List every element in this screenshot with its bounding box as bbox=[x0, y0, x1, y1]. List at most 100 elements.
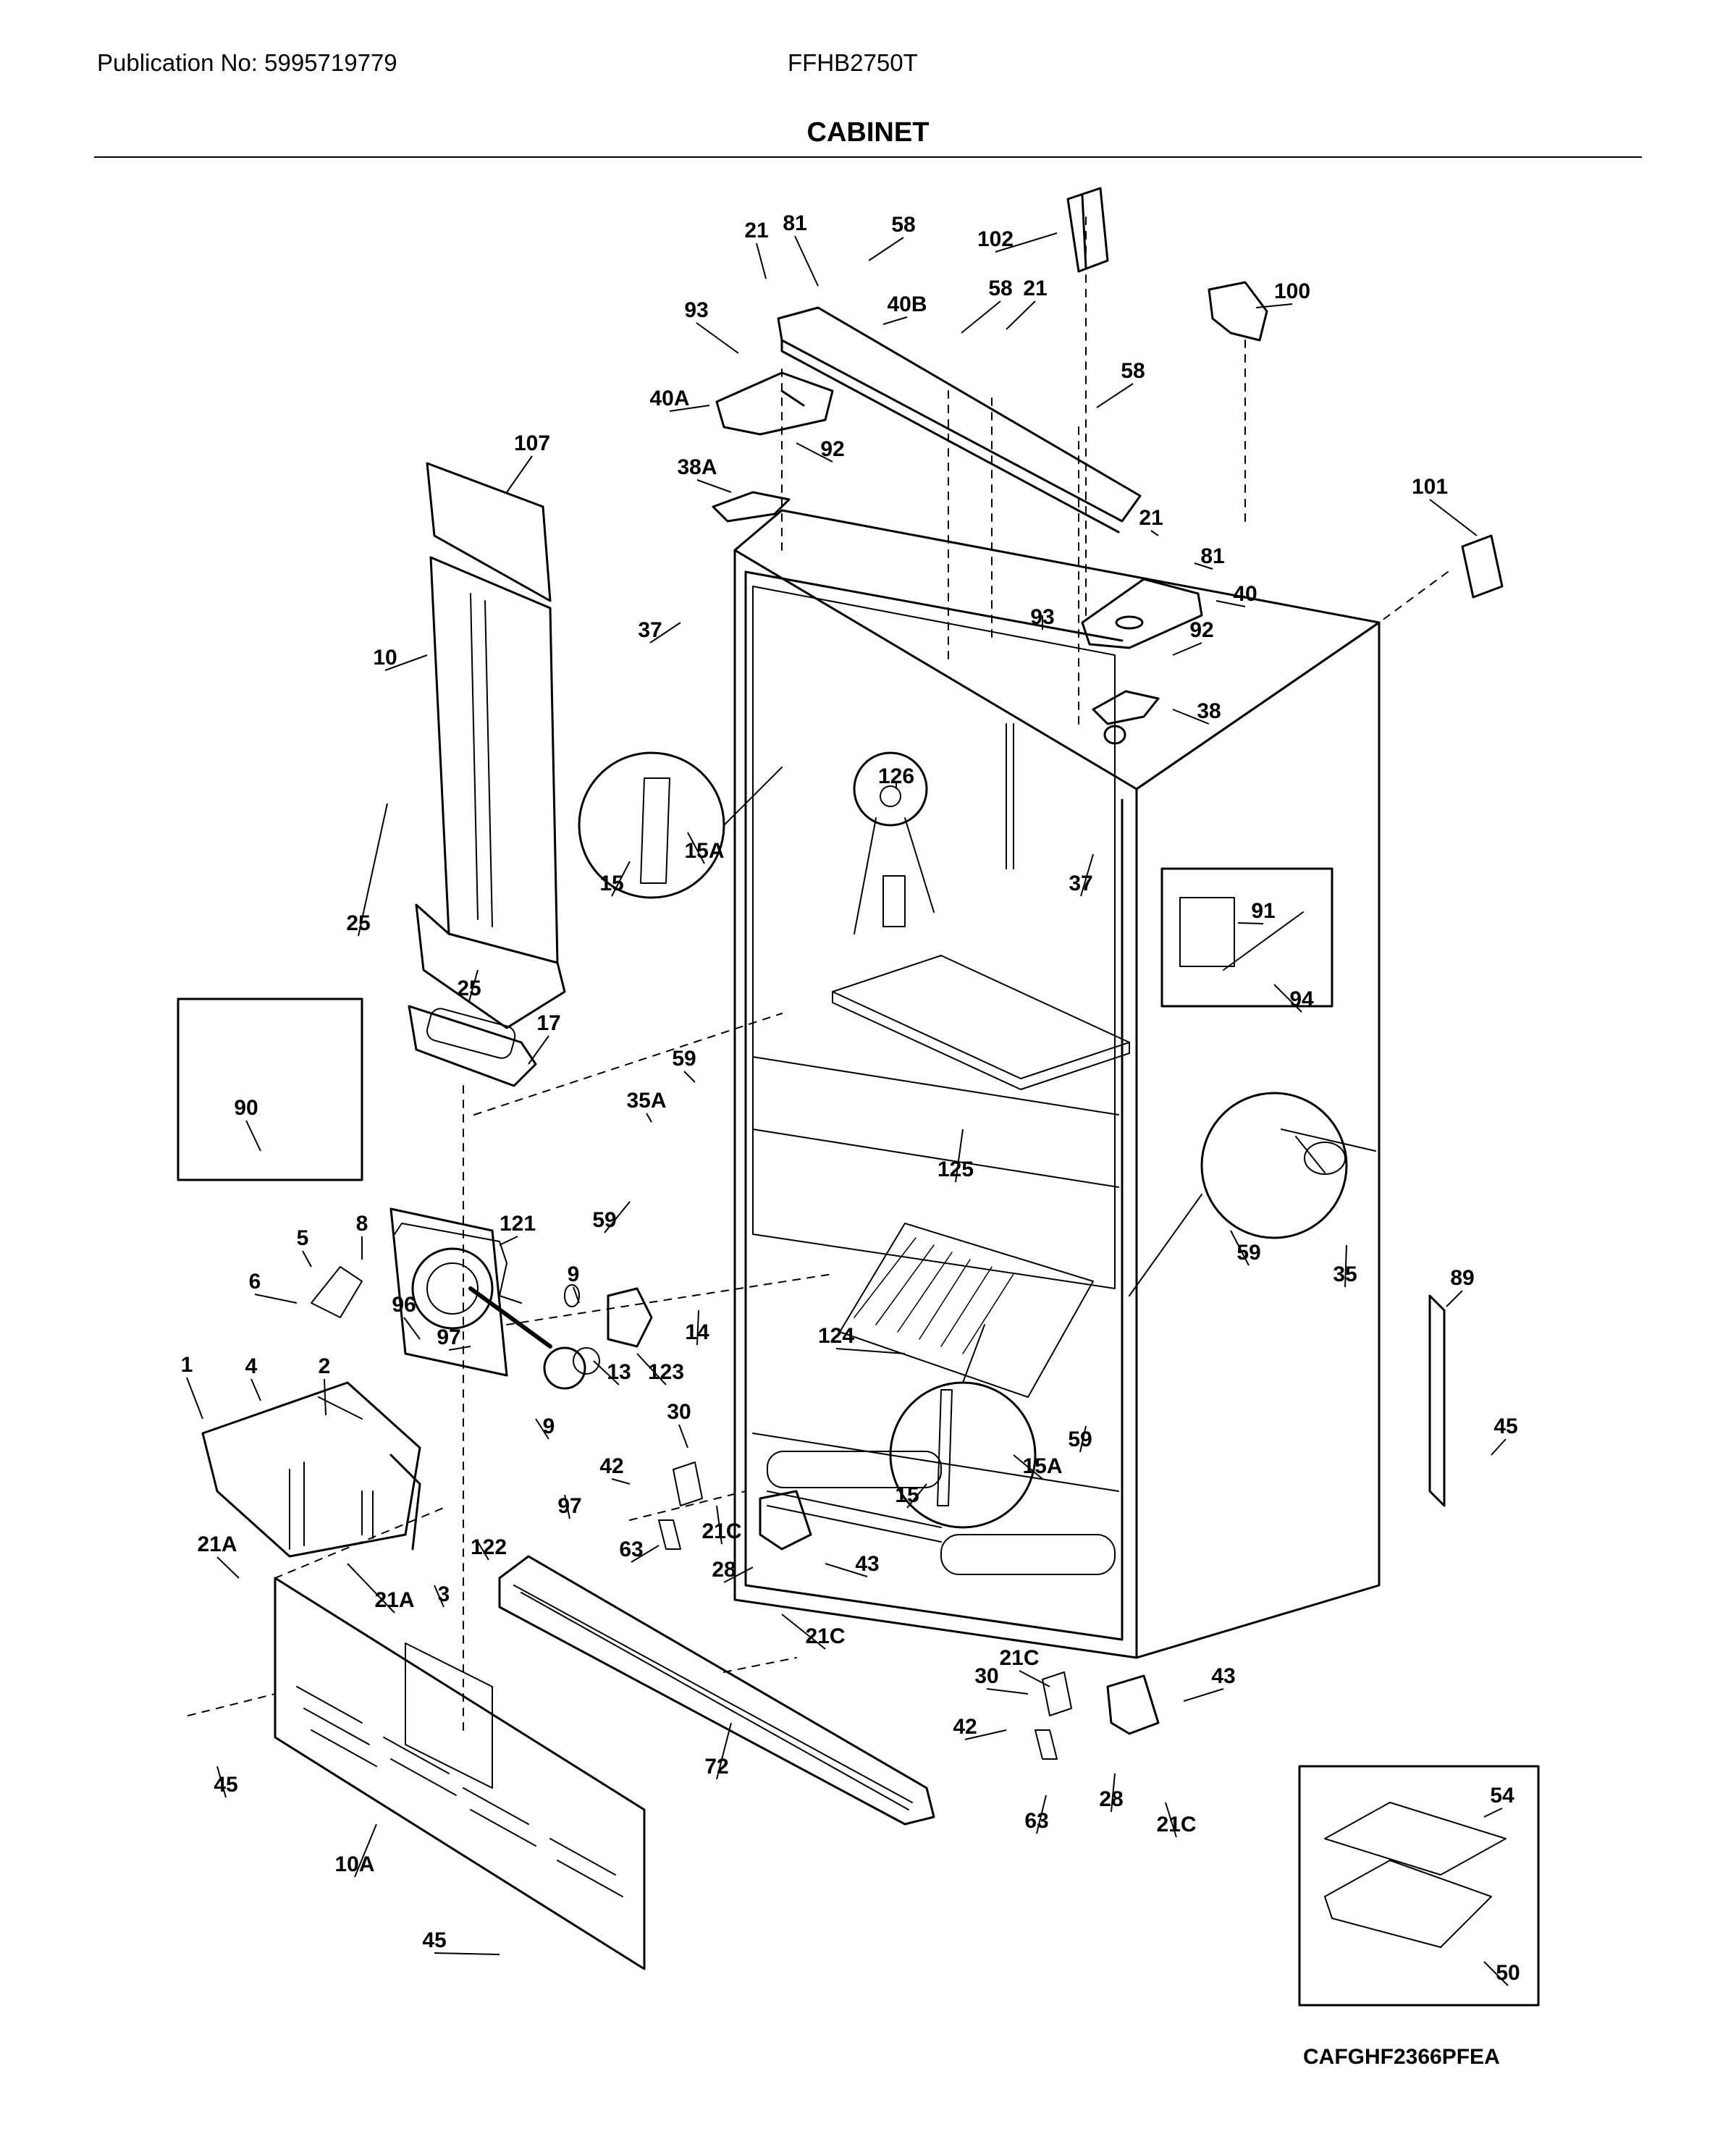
part-label-13: 13 bbox=[607, 1360, 631, 1384]
part-label-93: 93 bbox=[684, 298, 708, 322]
hinge-40a bbox=[715, 371, 834, 436]
leader-line bbox=[716, 1722, 732, 1780]
leader-line bbox=[1483, 1808, 1503, 1818]
part-label-50: 50 bbox=[1496, 1961, 1520, 1985]
part-label-42: 42 bbox=[953, 1715, 977, 1739]
part-label-3: 3 bbox=[438, 1582, 450, 1606]
part-label-5: 5 bbox=[297, 1226, 309, 1250]
leader-line bbox=[1215, 600, 1246, 607]
leader-line bbox=[1491, 1438, 1507, 1456]
leader-line bbox=[794, 235, 819, 287]
hinge-38a bbox=[712, 491, 791, 523]
leader-line bbox=[528, 1035, 549, 1065]
leader-line bbox=[1013, 1454, 1043, 1480]
leader-line bbox=[631, 1545, 660, 1563]
part-label-8: 8 bbox=[356, 1212, 368, 1236]
leader-line bbox=[254, 1294, 298, 1304]
part-label-54: 54 bbox=[1490, 1784, 1514, 1808]
part-label-58: 58 bbox=[1121, 359, 1145, 383]
part-label-25: 25 bbox=[346, 911, 370, 935]
leader-line bbox=[1194, 562, 1213, 570]
leader-line bbox=[756, 242, 767, 279]
part-label-21a: 21A bbox=[197, 1532, 237, 1556]
leader-line bbox=[403, 1317, 421, 1340]
part-label-1: 1 bbox=[181, 1353, 193, 1377]
leader-line bbox=[1483, 1961, 1509, 1986]
leader-line bbox=[1344, 1244, 1347, 1288]
leader-line bbox=[506, 455, 533, 493]
part-label-21a: 21A bbox=[374, 1588, 414, 1612]
leader-line bbox=[646, 1113, 652, 1123]
assembly-guide-lines bbox=[187, 216, 1449, 1731]
hinge-cover-102 bbox=[1066, 187, 1109, 273]
part-label-10a: 10A bbox=[334, 1852, 374, 1876]
part-label-45: 45 bbox=[214, 1773, 237, 1797]
part-label-58: 58 bbox=[988, 277, 1012, 300]
leader-line bbox=[564, 1494, 570, 1519]
model-number: FFHB2750T bbox=[788, 49, 918, 76]
part-label-45: 45 bbox=[422, 1928, 446, 1952]
part-label-59: 59 bbox=[672, 1047, 696, 1071]
part-label-15a: 15A bbox=[1022, 1454, 1062, 1478]
part-label-92: 92 bbox=[1189, 618, 1213, 642]
part-label-42: 42 bbox=[599, 1454, 623, 1478]
part-label-96: 96 bbox=[392, 1293, 416, 1317]
part-label-9: 9 bbox=[568, 1262, 580, 1286]
leader-line bbox=[1255, 303, 1293, 308]
lower-hinge-right bbox=[1035, 1671, 1160, 1760]
leader-line bbox=[1165, 1802, 1177, 1838]
leader-line bbox=[678, 1424, 688, 1448]
leader-line bbox=[499, 1236, 518, 1246]
leader-line bbox=[868, 237, 904, 261]
part-label-30: 30 bbox=[667, 1400, 691, 1424]
part-label-35a: 35A bbox=[626, 1089, 666, 1113]
inset-box-91 bbox=[1160, 867, 1333, 1008]
part-label-21: 21 bbox=[1023, 277, 1047, 300]
inset-box-54-50 bbox=[1298, 1765, 1540, 2007]
part-label-81: 81 bbox=[783, 211, 806, 235]
leader-line bbox=[687, 832, 705, 864]
leader-line bbox=[961, 300, 1001, 334]
leader-line bbox=[434, 1585, 444, 1608]
part-label-101: 101 bbox=[1412, 475, 1448, 499]
leader-line bbox=[1183, 1688, 1224, 1702]
leader-line bbox=[906, 1483, 927, 1509]
part-label-107: 107 bbox=[514, 431, 550, 455]
hinge-cover-101 bbox=[1461, 534, 1504, 599]
leader-line bbox=[250, 1378, 261, 1401]
leader-line bbox=[604, 1201, 631, 1233]
part-label-21c: 21C bbox=[805, 1624, 845, 1648]
duct-assembly bbox=[408, 462, 566, 1087]
leader-line bbox=[573, 1286, 580, 1304]
part-label-97: 97 bbox=[557, 1494, 581, 1518]
leader-line bbox=[1150, 530, 1159, 536]
leader-line bbox=[882, 316, 908, 325]
publication-number: Publication No: 5995719779 bbox=[97, 49, 397, 76]
access-panel bbox=[274, 1577, 646, 1970]
part-label-17: 17 bbox=[536, 1011, 560, 1035]
leader-line bbox=[781, 1614, 826, 1650]
leader-line bbox=[468, 969, 479, 1002]
leader-line bbox=[986, 1688, 1029, 1695]
top-hinge-bar bbox=[777, 306, 1142, 534]
leader-line bbox=[1080, 853, 1094, 897]
part-label-89: 89 bbox=[1450, 1266, 1474, 1290]
part-label-102: 102 bbox=[977, 227, 1014, 251]
part-label-21: 21 bbox=[744, 219, 768, 242]
leader-line bbox=[696, 322, 739, 354]
leader-line bbox=[358, 803, 388, 937]
leader-line bbox=[611, 861, 631, 897]
leader-line bbox=[955, 1129, 964, 1183]
lower-hinge-left bbox=[658, 1462, 812, 1551]
leader-line bbox=[716, 1505, 722, 1545]
part-label-59: 59 bbox=[1236, 1241, 1260, 1265]
part-label-40a: 40A bbox=[649, 387, 689, 410]
leader-lines bbox=[186, 232, 1509, 1986]
part-label-15: 15 bbox=[599, 872, 623, 895]
leader-line bbox=[535, 1418, 549, 1440]
part-label-15: 15 bbox=[895, 1483, 919, 1507]
part-label-30: 30 bbox=[974, 1664, 998, 1688]
leader-line bbox=[636, 1353, 667, 1386]
